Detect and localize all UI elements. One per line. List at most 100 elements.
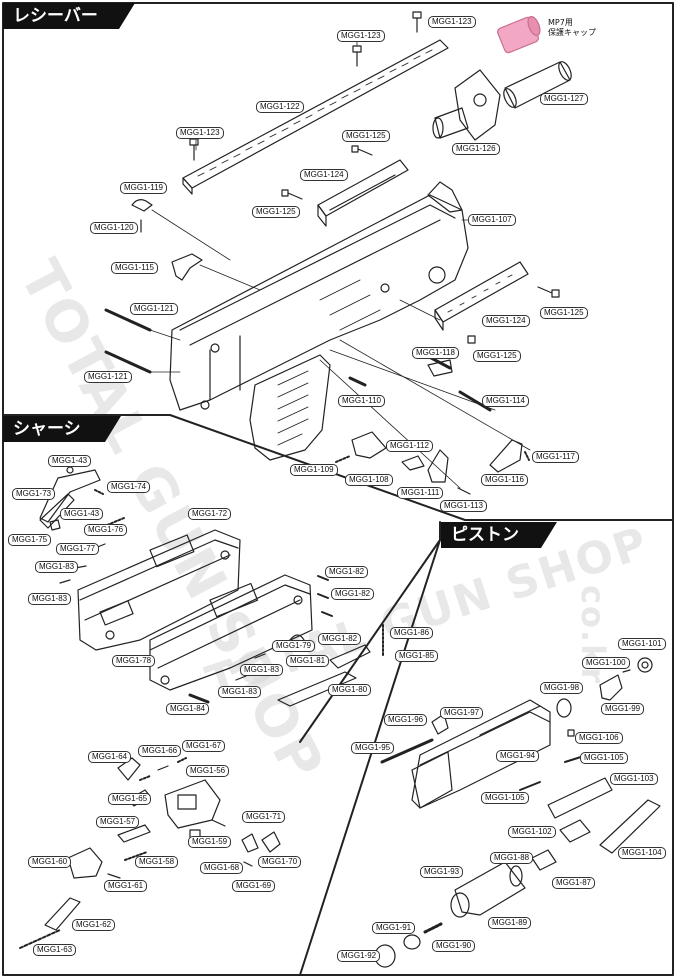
side-rail-upper xyxy=(317,159,409,227)
chassis-half-right xyxy=(149,574,313,691)
protective-cap xyxy=(497,15,541,54)
part-label: MGG1-64 xyxy=(88,751,132,763)
part-label: MGG1-43 xyxy=(60,508,104,520)
rail-screws xyxy=(189,11,422,161)
part-label: MGG1-93 xyxy=(420,866,464,878)
part-label: MGG1-126 xyxy=(452,143,500,155)
part-label: MGG1-107 xyxy=(468,214,516,226)
receiver-leader-lines xyxy=(149,41,531,489)
part-label: MGG1-124 xyxy=(482,315,530,327)
part-label: MGG1-100 xyxy=(582,657,630,669)
receiver-small-parts xyxy=(131,199,203,281)
part-label: MGG1-81 xyxy=(286,655,330,667)
part-label: MGG1-123 xyxy=(337,30,385,42)
part-label: MGG1-95 xyxy=(351,742,395,754)
part-label: MGG1-61 xyxy=(104,880,148,892)
part-label: MGG1-117 xyxy=(532,451,579,463)
part-label: MGG1-111 xyxy=(397,487,444,499)
part-label: MGG1-58 xyxy=(135,856,179,868)
part-label: MGG1-104 xyxy=(618,847,666,859)
part-label: MGG1-43 xyxy=(48,455,92,467)
part-label: MGG1-118 xyxy=(412,347,459,359)
part-label: MGG1-127 xyxy=(540,93,588,105)
part-label: MGG1-97 xyxy=(440,707,484,719)
part-label: MGG1-82 xyxy=(325,566,369,578)
part-label: MGG1-78 xyxy=(112,655,156,667)
part-label: MGG1-116 xyxy=(481,474,528,486)
section-header-piston: ピストン xyxy=(441,522,557,548)
part-label: MGG1-69 xyxy=(232,880,276,892)
part-label: MGG1-87 xyxy=(552,877,596,889)
part-label: MGG1-84 xyxy=(166,703,210,715)
part-label: MGG1-101 xyxy=(618,638,666,650)
part-label: MGG1-83 xyxy=(28,593,72,605)
part-label: MGG1-83 xyxy=(35,561,79,573)
part-label: MGG1-63 xyxy=(33,944,77,956)
flash-hider xyxy=(503,61,572,109)
part-label: MGG1-90 xyxy=(432,940,476,952)
part-label: MGG1-121 xyxy=(84,371,132,383)
part-label: MGG1-103 xyxy=(610,773,658,785)
part-label: MGG1-125 xyxy=(473,350,521,362)
part-label: MGG1-75 xyxy=(8,534,52,546)
part-label: MGG1-88 xyxy=(490,852,534,864)
part-label: MGG1-119 xyxy=(120,182,167,194)
part-label: MGG1-99 xyxy=(601,703,645,715)
trigger-group xyxy=(19,757,281,949)
top-rail xyxy=(182,39,449,195)
part-label: MGG1-125 xyxy=(540,307,588,319)
cap-note-line1: MP7用 xyxy=(548,18,573,27)
part-label: MGG1-59 xyxy=(188,836,232,848)
part-label: MGG1-106 xyxy=(575,732,623,744)
part-label: MGG1-83 xyxy=(218,686,262,698)
part-label: MGG1-82 xyxy=(318,633,362,645)
part-label: MGG1-113 xyxy=(440,500,487,512)
part-label: MGG1-108 xyxy=(345,474,393,486)
part-label: MGG1-65 xyxy=(108,793,152,805)
part-label: MGG1-105 xyxy=(481,792,529,804)
cylinder-body xyxy=(411,699,551,809)
part-label: MGG1-72 xyxy=(188,508,232,520)
receiver-pins xyxy=(104,308,152,374)
part-label: MGG1-122 xyxy=(256,101,304,113)
pistol-grip xyxy=(249,354,331,461)
part-label: MGG1-112 xyxy=(386,440,433,452)
part-label: MGG1-123 xyxy=(176,127,224,139)
part-label: MGG1-124 xyxy=(300,169,348,181)
part-label: MGG1-79 xyxy=(272,640,316,652)
part-label: MGG1-73 xyxy=(12,488,56,500)
part-label: MGG1-60 xyxy=(28,856,72,868)
part-label: MGG1-115 xyxy=(111,262,158,274)
part-label: MGG1-68 xyxy=(200,862,244,874)
part-label: MGG1-70 xyxy=(258,856,302,868)
part-label: MGG1-121 xyxy=(130,303,178,315)
part-label: MGG1-102 xyxy=(508,826,556,838)
part-label: MGG1-77 xyxy=(56,543,100,555)
part-label: MGG1-114 xyxy=(482,395,529,407)
receiver-lower-parts xyxy=(335,350,530,495)
part-label: MGG1-123 xyxy=(428,16,476,28)
chassis-half-left xyxy=(77,529,241,651)
part-label: MGG1-94 xyxy=(496,750,540,762)
chassis-small-parts xyxy=(188,575,384,707)
cylinder-parts xyxy=(374,755,661,968)
part-label: MGG1-110 xyxy=(338,395,385,407)
part-label: MGG1-86 xyxy=(390,627,434,639)
part-label: MGG1-96 xyxy=(384,714,428,726)
part-label: MGG1-71 xyxy=(242,811,286,823)
side-screws xyxy=(281,145,560,344)
part-label: MGG1-120 xyxy=(90,222,138,234)
section-header-receiver: レシーバー xyxy=(3,3,135,29)
part-label: MGG1-85 xyxy=(395,650,439,662)
part-label: MGG1-76 xyxy=(84,524,128,536)
part-label: MGG1-82 xyxy=(331,588,375,600)
part-label: MGG1-80 xyxy=(328,684,372,696)
part-label: MGG1-74 xyxy=(107,481,151,493)
part-label: MGG1-56 xyxy=(186,765,230,777)
part-label: MGG1-83 xyxy=(240,664,284,676)
part-label: MGG1-57 xyxy=(96,816,140,828)
part-label: MGG1-62 xyxy=(72,919,116,931)
